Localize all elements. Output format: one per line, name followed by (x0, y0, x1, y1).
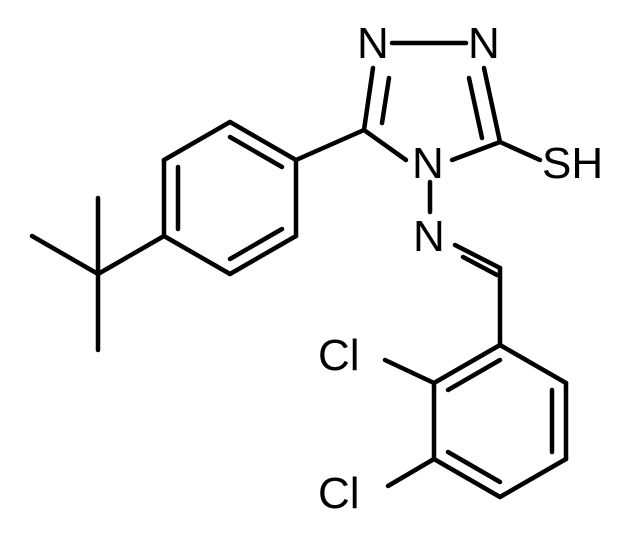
bond-n2-c3 (481, 65, 503, 145)
ring-bond (431, 456, 503, 500)
dichlorophenyl-group (382, 342, 569, 500)
bond-n-ch-double (460, 254, 500, 278)
ring-bond (497, 342, 569, 386)
ring-double-bond (445, 449, 503, 485)
atom-n1: N (357, 19, 389, 68)
bond-aryl-tbu (95, 233, 167, 277)
ring-double-bond (227, 134, 285, 170)
atom-cl-lower: Cl (318, 469, 360, 518)
ring-bond (497, 456, 569, 500)
bond-c5-n1 (361, 65, 376, 133)
atom-n-imine: N (413, 212, 445, 261)
atom-n2: N (468, 19, 500, 68)
bond-c5-aryl (293, 127, 367, 163)
bond-c3-s (497, 139, 543, 163)
bond-c-cl-lower (385, 456, 437, 489)
bond-n4-c5 (361, 127, 409, 163)
ring-bond (227, 119, 299, 163)
bond-c-cl-upper (382, 357, 437, 386)
atom-cl-upper: Cl (318, 331, 360, 380)
ring-bond (161, 233, 233, 277)
ring-bond (227, 233, 299, 277)
ring-double-bond (445, 357, 503, 393)
tert-butylphenyl-group (29, 119, 367, 353)
bond-c5-n1-double (379, 75, 392, 126)
bond-c3-n4 (449, 139, 503, 163)
bond-n2-c3-double (466, 75, 485, 141)
ring-bond (161, 119, 233, 163)
triazole-ring (361, 40, 503, 163)
atom-n4: N (412, 139, 444, 188)
bond-n-ch (452, 242, 503, 271)
ring-bond (431, 342, 503, 386)
atom-sh: SH (542, 139, 603, 188)
bond-tbu-methyl (29, 233, 101, 277)
ring-double-bond (227, 226, 285, 262)
